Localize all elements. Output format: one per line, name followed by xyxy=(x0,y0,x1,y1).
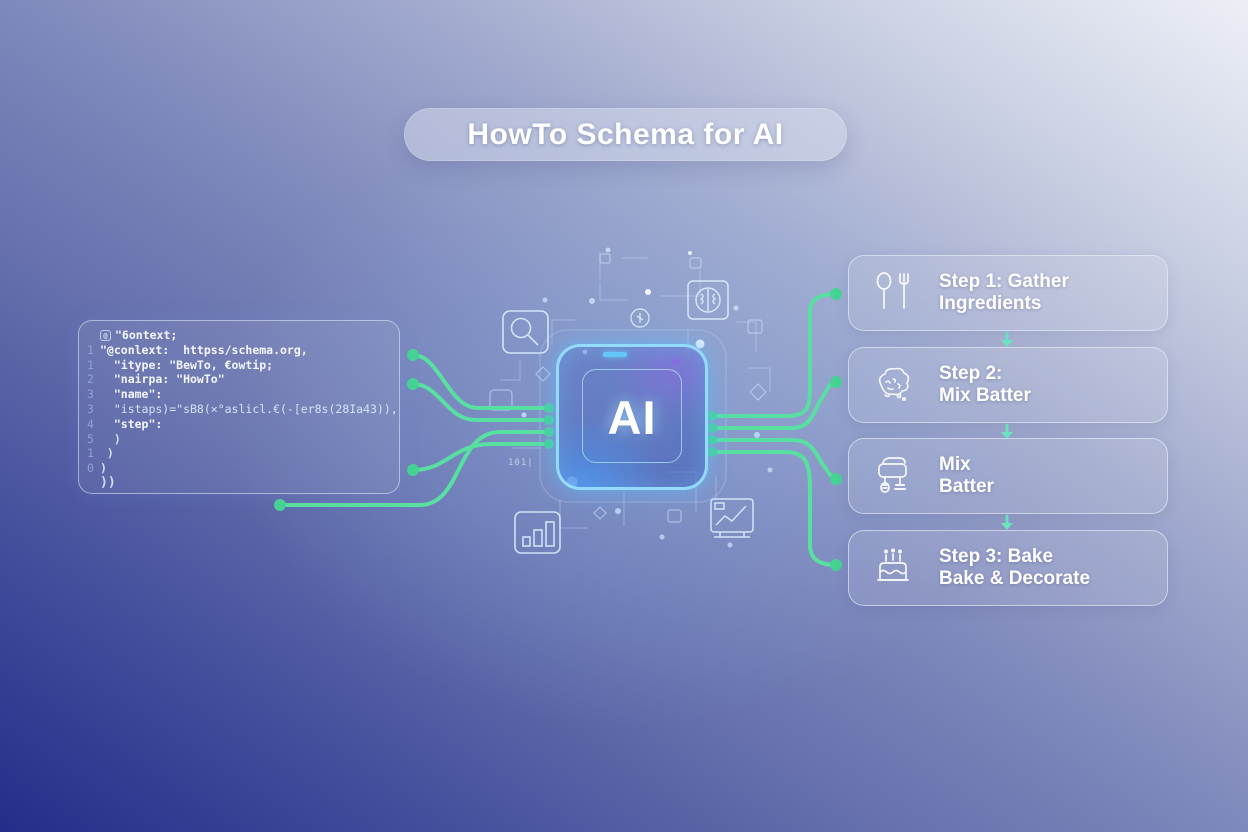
code-line: 2 "nairpa: "HowTo" xyxy=(87,372,225,387)
brain-chip-icon xyxy=(687,280,729,320)
title-pill: HowTo Schema for AI xyxy=(404,108,847,161)
step-title: Mix xyxy=(939,454,971,475)
step-subtitle: Ingredients xyxy=(939,293,1042,314)
line-chart-monitor-icon xyxy=(710,498,754,538)
schema-code-panel: @"6ontext; 1 "@conlext: httpss/schema.or… xyxy=(78,320,400,494)
input-connector-lines xyxy=(278,353,549,507)
code-line: 4 "step": xyxy=(87,416,163,431)
mixer-icon xyxy=(873,454,913,498)
code-line: @"6ontext; xyxy=(87,328,391,343)
code-line: 5 ) xyxy=(87,431,121,446)
node-circle-icon xyxy=(630,308,650,328)
code-line: 0 ) xyxy=(87,461,107,476)
input-connector-dots xyxy=(274,349,554,511)
cake-icon xyxy=(873,546,913,590)
code-line: 3 "name": xyxy=(87,387,163,402)
ai-chip: AI xyxy=(556,344,708,490)
step-subtitle: Mix Batter xyxy=(939,385,1031,406)
step-card-1: Step 1: Gather Ingredients xyxy=(848,255,1168,331)
code-line: 1 "@conlext: httpss/schema.org, xyxy=(87,342,308,357)
output-connector-lines xyxy=(710,292,838,567)
chip-inner-frame xyxy=(582,369,682,463)
step-title: Step 3: Bake xyxy=(939,546,1054,567)
step-card-2: Step 2: Mix Batter xyxy=(848,347,1168,423)
ai-chip-label: AI xyxy=(607,390,657,444)
step-subtitle: Bake & Decorate xyxy=(939,568,1091,589)
page-title: HowTo Schema for AI xyxy=(467,117,784,151)
step-card-4: Step 3: Bake Bake & Decorate xyxy=(848,530,1168,606)
search-icon xyxy=(502,310,549,354)
bar-chart-icon xyxy=(514,511,561,554)
code-line: 3 "istaps)="sB8(×°aslicl.€(-[er8s(28Ia43… xyxy=(87,401,398,416)
output-connector-dots xyxy=(707,288,842,571)
code-line: 1 "itype: "BewTo, €owtip; xyxy=(87,357,274,372)
code-panel-icon: @ xyxy=(100,330,111,341)
step-title: Step 1: Gather xyxy=(939,271,1069,292)
step-title: Step 2: xyxy=(939,363,1003,384)
code-line: 1 ) xyxy=(87,446,114,461)
brain-icon xyxy=(873,363,913,407)
step-subtitle: Batter xyxy=(939,476,994,497)
code-line: )) xyxy=(100,474,116,490)
step-card-3: Mix Batter xyxy=(848,438,1168,514)
step-flow-arrows xyxy=(1001,331,1013,530)
chip-top-trace xyxy=(603,352,627,357)
chip-micro-text: 101| xyxy=(508,458,534,468)
utensils-icon xyxy=(873,271,913,315)
